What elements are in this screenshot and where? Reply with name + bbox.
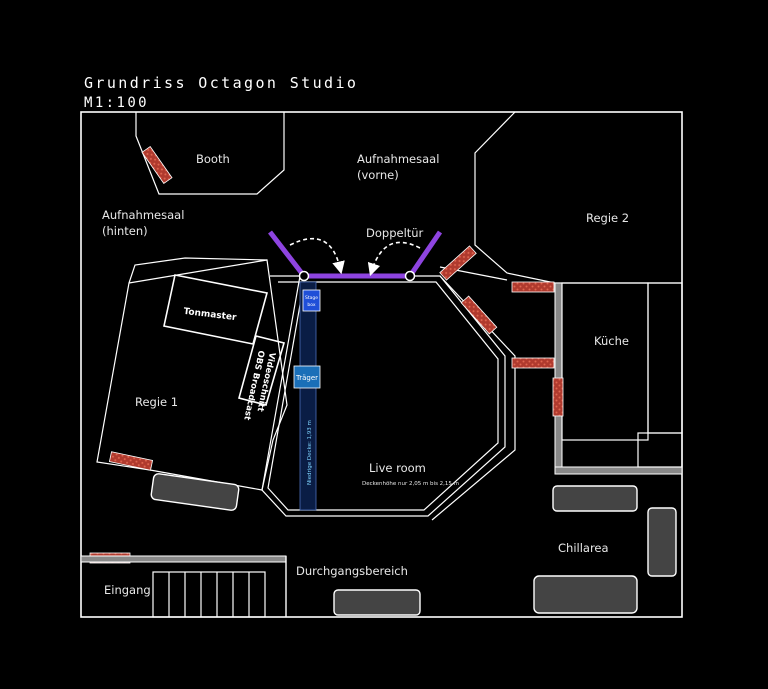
plan-title: Grundriss Octagon Studio [84, 74, 358, 92]
booth-label: Booth [196, 152, 230, 166]
durchgangsbereich-label: Durchgangsbereich [296, 564, 408, 578]
aufnahmesaal-hinten-sub: (hinten) [102, 224, 148, 238]
kitchen-cabinet [647, 282, 683, 434]
chillarea-label: Chillarea [558, 541, 609, 555]
ceiling-height-note: Deckenhöhe nur 2,05 m bis 2,15 m [362, 481, 459, 487]
live-room-inner-wall [267, 281, 499, 511]
low-ceiling-band [299, 281, 317, 511]
beam-box [293, 365, 321, 389]
door-hinge-left [298, 270, 310, 282]
stagebox [302, 289, 321, 312]
stagebox-label-1: Stage [305, 295, 318, 301]
video-desk [238, 335, 285, 406]
brick-panel-regie1 [108, 451, 154, 471]
corridor-bench [333, 589, 421, 616]
chill-sofa-top [552, 485, 638, 512]
door-swing-arrow-right [367, 241, 421, 277]
door-hinge-right [404, 270, 416, 282]
regie1-top-wall [128, 257, 268, 284]
live-room-label: Live room [369, 461, 426, 475]
regie2-label: Regie 2 [586, 211, 629, 225]
brick-panel-door-right [439, 245, 477, 281]
door-leaf-right [407, 230, 443, 278]
regie1-wall [96, 259, 288, 491]
regie1-label: Regie 1 [135, 395, 178, 409]
kitchen-room [561, 282, 649, 441]
kueche-label: Küche [594, 334, 629, 348]
chill-sofa-right [647, 507, 677, 577]
brick-panel-regie2 [511, 281, 555, 293]
kitchen-counter [637, 432, 683, 468]
brick-panel-booth [141, 146, 173, 184]
booth-wall [135, 112, 285, 195]
kitchen-wall-bottom [554, 466, 683, 475]
eingang-label: Eingang [104, 583, 151, 597]
doppeltuer-label: Doppeltür [366, 226, 424, 240]
regie1-sofa [150, 473, 240, 511]
aufnahmesaal-hinten-label: Aufnahmesaal [102, 208, 184, 222]
stairs [152, 571, 266, 618]
brick-panel-live-right [460, 295, 498, 335]
regie2-wall [474, 111, 682, 284]
aufnahmesaal-vorne-sub: (vorne) [357, 168, 399, 182]
tonmaster-label: Tonmaster [183, 307, 238, 323]
stagebox-label-2: box [307, 302, 315, 308]
chill-table [533, 575, 638, 614]
brick-panel-kitchen-wall [552, 377, 564, 417]
beam-label: Träger [295, 374, 318, 382]
plan-scale: M1:100 [84, 95, 149, 111]
door-swing-arrow-left [289, 237, 345, 275]
entrance-wall [80, 555, 287, 563]
brick-panel-kitchen [511, 357, 555, 369]
door-leaf-left [268, 230, 306, 278]
low-ceiling-label: Niedrige Decke: 1,93 m [307, 420, 313, 485]
tonmaster-desk [163, 274, 268, 345]
aufnahmesaal-vorne-label: Aufnahmesaal [357, 152, 439, 166]
